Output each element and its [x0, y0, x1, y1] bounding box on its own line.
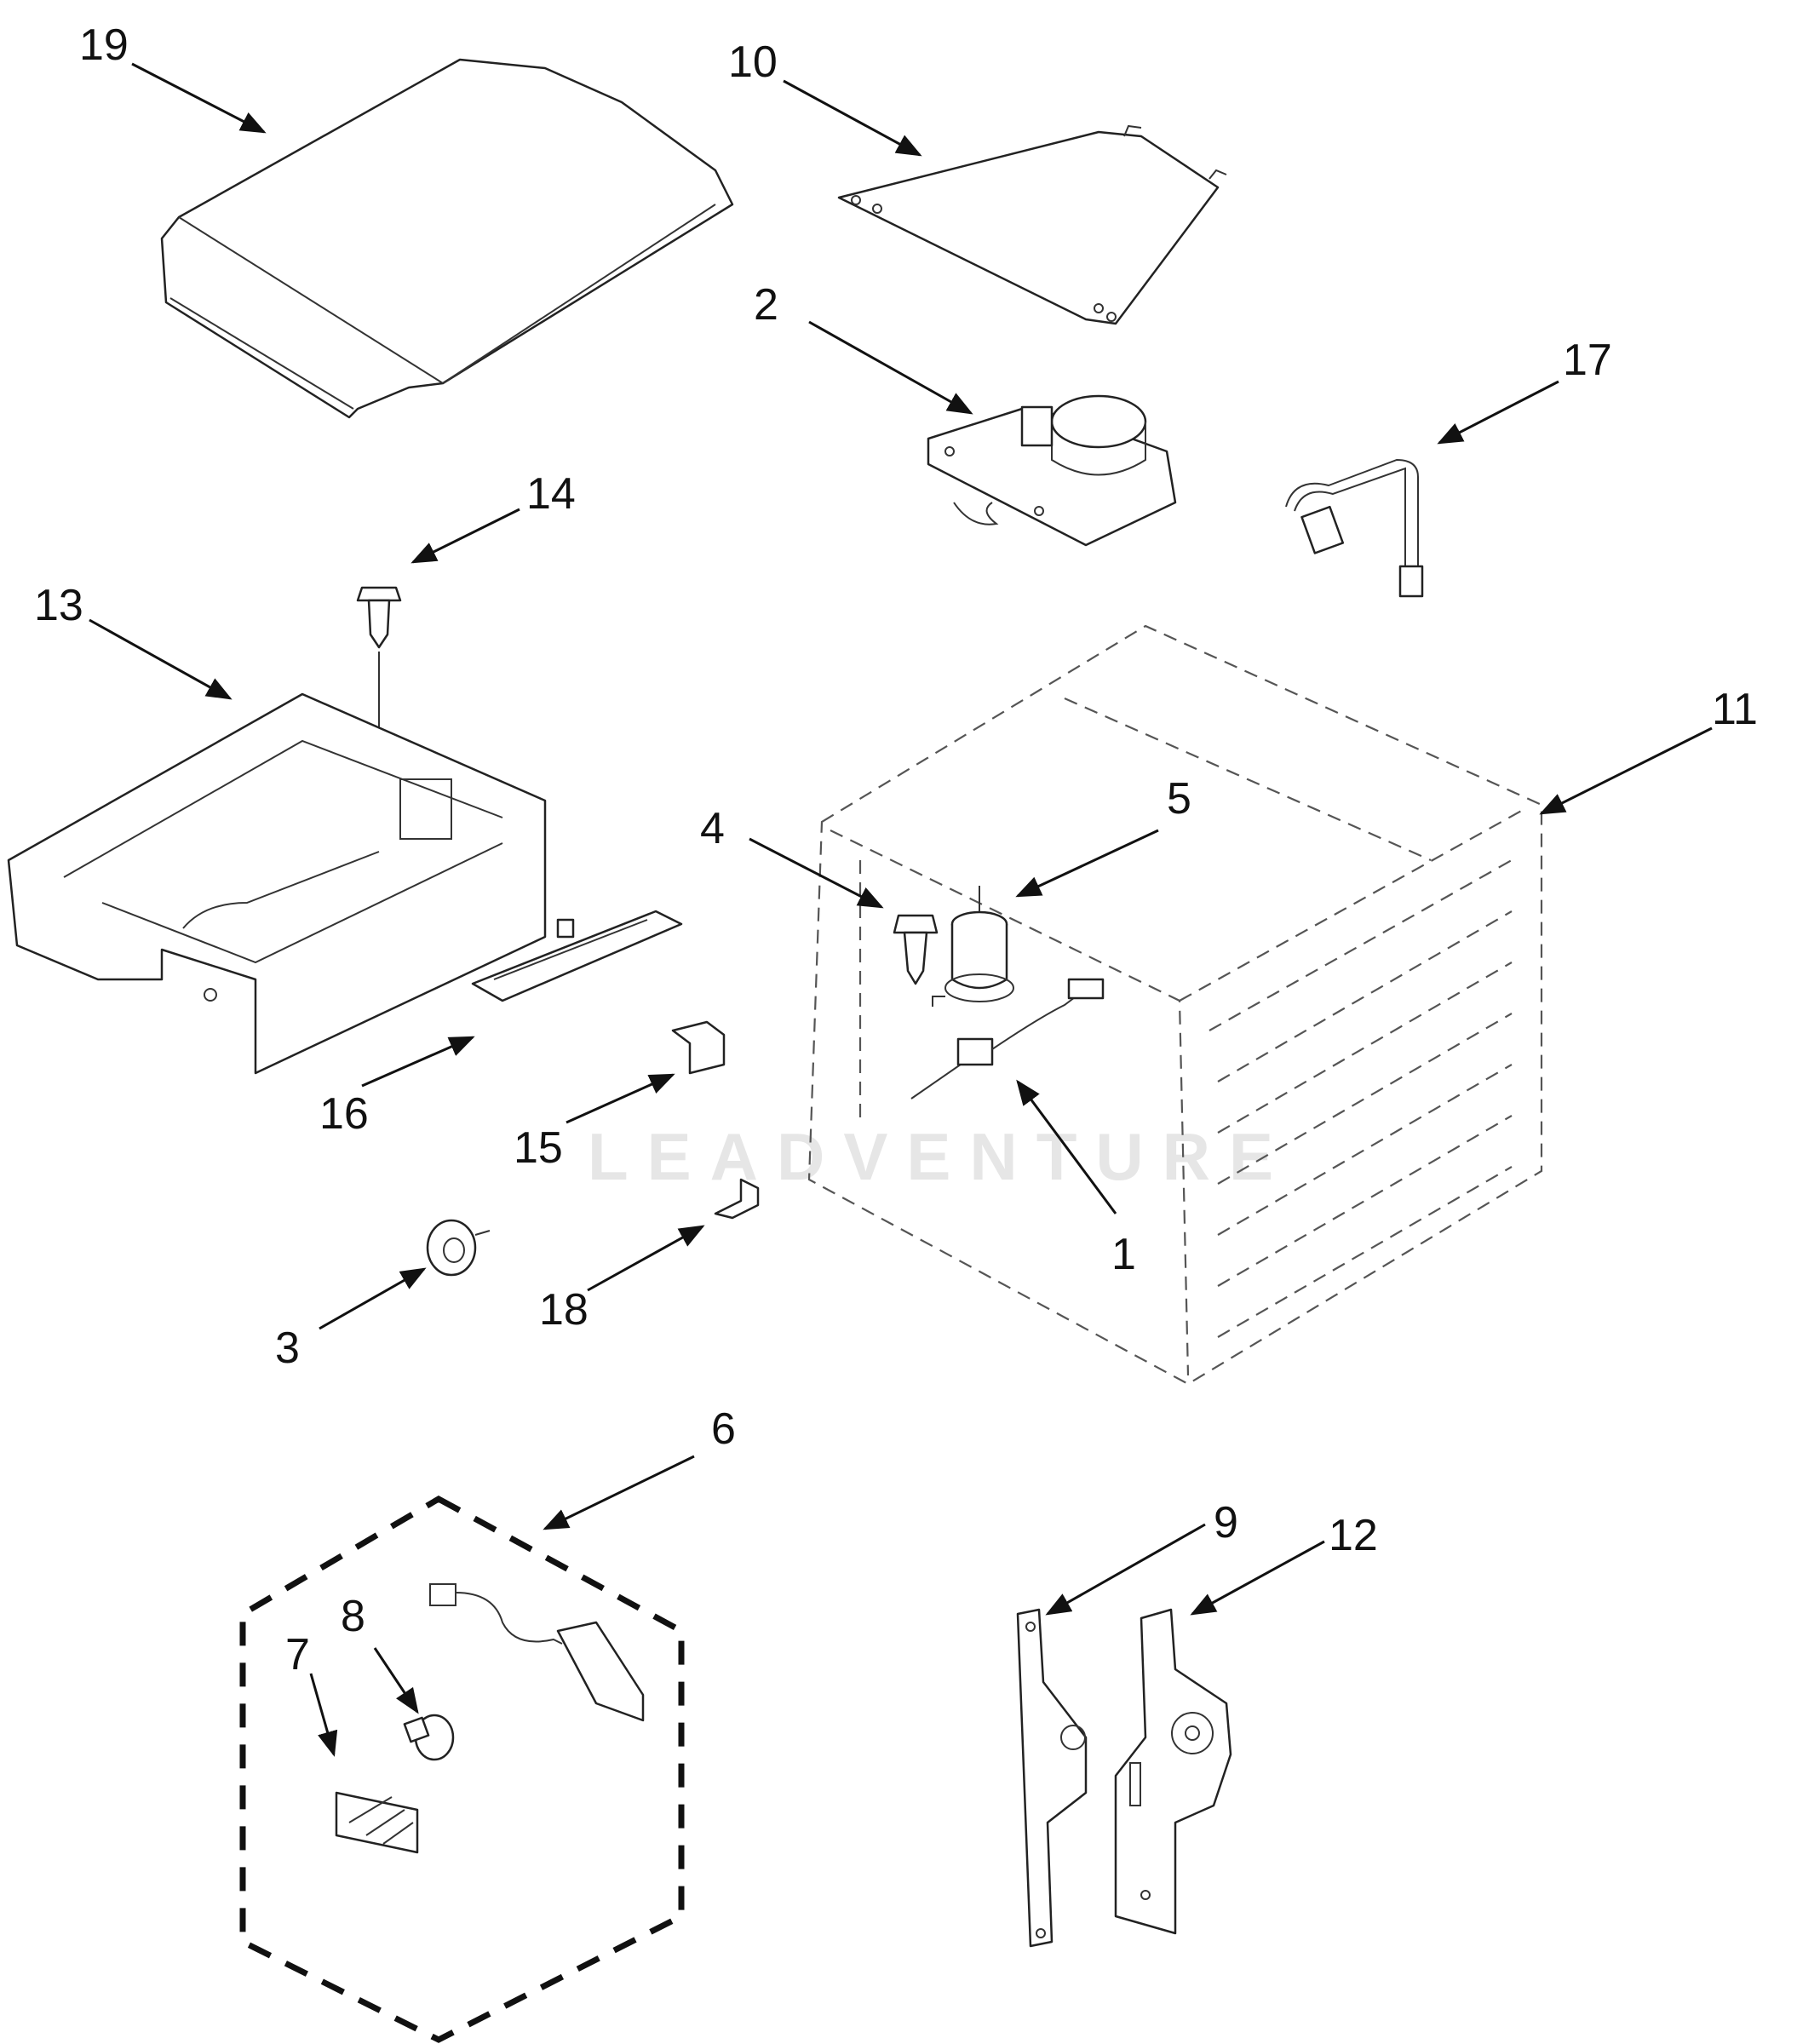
callout-14: 14 — [526, 469, 576, 519]
part-11-oven-cavity[interactable] — [807, 624, 1543, 1386]
part-19-top-cover[interactable] — [160, 58, 734, 419]
leader-4 — [749, 837, 884, 909]
callout-18: 18 — [539, 1285, 588, 1335]
part-2-latch-motor-assembly[interactable] — [927, 394, 1177, 547]
callout-15: 15 — [514, 1123, 563, 1173]
callout-17: 17 — [1563, 336, 1612, 385]
part-5-sleeve[interactable] — [932, 886, 1014, 1007]
watermark-text: LEADVENTURE — [588, 1119, 1292, 1194]
leader-2 — [808, 320, 973, 415]
part-1-ignitor[interactable] — [910, 978, 1105, 1100]
callout-7: 7 — [285, 1630, 310, 1679]
leader-13 — [89, 618, 233, 700]
leader-14 — [410, 508, 520, 564]
callout-16: 16 — [319, 1089, 369, 1139]
part-6-kit-outline[interactable] — [239, 1495, 685, 2043]
leader-9 — [1045, 1523, 1206, 1616]
leader-6 — [543, 1455, 695, 1530]
part-8-bulb[interactable] — [403, 1714, 455, 1761]
callout-labels: 1 2 3 4 5 6 7 8 9 10 11 12 13 14 15 16 1… — [34, 20, 1758, 1679]
part-9-hinge[interactable] — [1016, 1608, 1088, 1948]
leader-18 — [587, 1225, 705, 1292]
leader-3 — [319, 1267, 427, 1330]
part-15-bracket[interactable] — [671, 1020, 726, 1075]
callout-10: 10 — [728, 37, 778, 87]
leader-8 — [373, 1647, 419, 1714]
leader-19 — [131, 62, 267, 134]
leader-16 — [361, 1036, 475, 1088]
leader-5 — [1015, 829, 1159, 898]
callout-13: 13 — [34, 581, 83, 630]
leader-15 — [566, 1073, 675, 1124]
part-7-light-lens[interactable] — [335, 1791, 419, 1854]
callout-2: 2 — [754, 280, 778, 330]
leader-17 — [1437, 380, 1559, 445]
callout-8: 8 — [341, 1592, 365, 1641]
callout-6: 6 — [711, 1404, 736, 1454]
leader-11 — [1539, 726, 1713, 815]
callout-5: 5 — [1167, 774, 1191, 824]
part-14-screw[interactable] — [356, 586, 402, 732]
leader-1 — [1016, 1079, 1117, 1214]
part-13-bottom-tray[interactable] — [7, 692, 547, 1075]
leader-7 — [309, 1673, 338, 1757]
part-17-gas-tube[interactable] — [1285, 458, 1424, 598]
part-18-bracket[interactable] — [714, 1178, 760, 1220]
callout-19: 19 — [79, 20, 129, 70]
callout-4: 4 — [700, 804, 725, 853]
callout-3: 3 — [275, 1323, 300, 1373]
part-16-burner[interactable] — [471, 910, 683, 1002]
part-12-hinge[interactable] — [1114, 1608, 1232, 1935]
callout-11: 11 — [1712, 685, 1758, 734]
callout-1: 1 — [1111, 1230, 1136, 1279]
part-4-screw[interactable] — [893, 914, 939, 985]
callout-9: 9 — [1214, 1498, 1238, 1547]
leader-10 — [783, 79, 922, 157]
callout-12: 12 — [1329, 1511, 1378, 1560]
part-3-roller[interactable] — [426, 1219, 491, 1277]
leader-12 — [1190, 1540, 1325, 1616]
callout-leaders — [89, 62, 1713, 1757]
part-10-bracket-plate[interactable] — [837, 124, 1227, 325]
